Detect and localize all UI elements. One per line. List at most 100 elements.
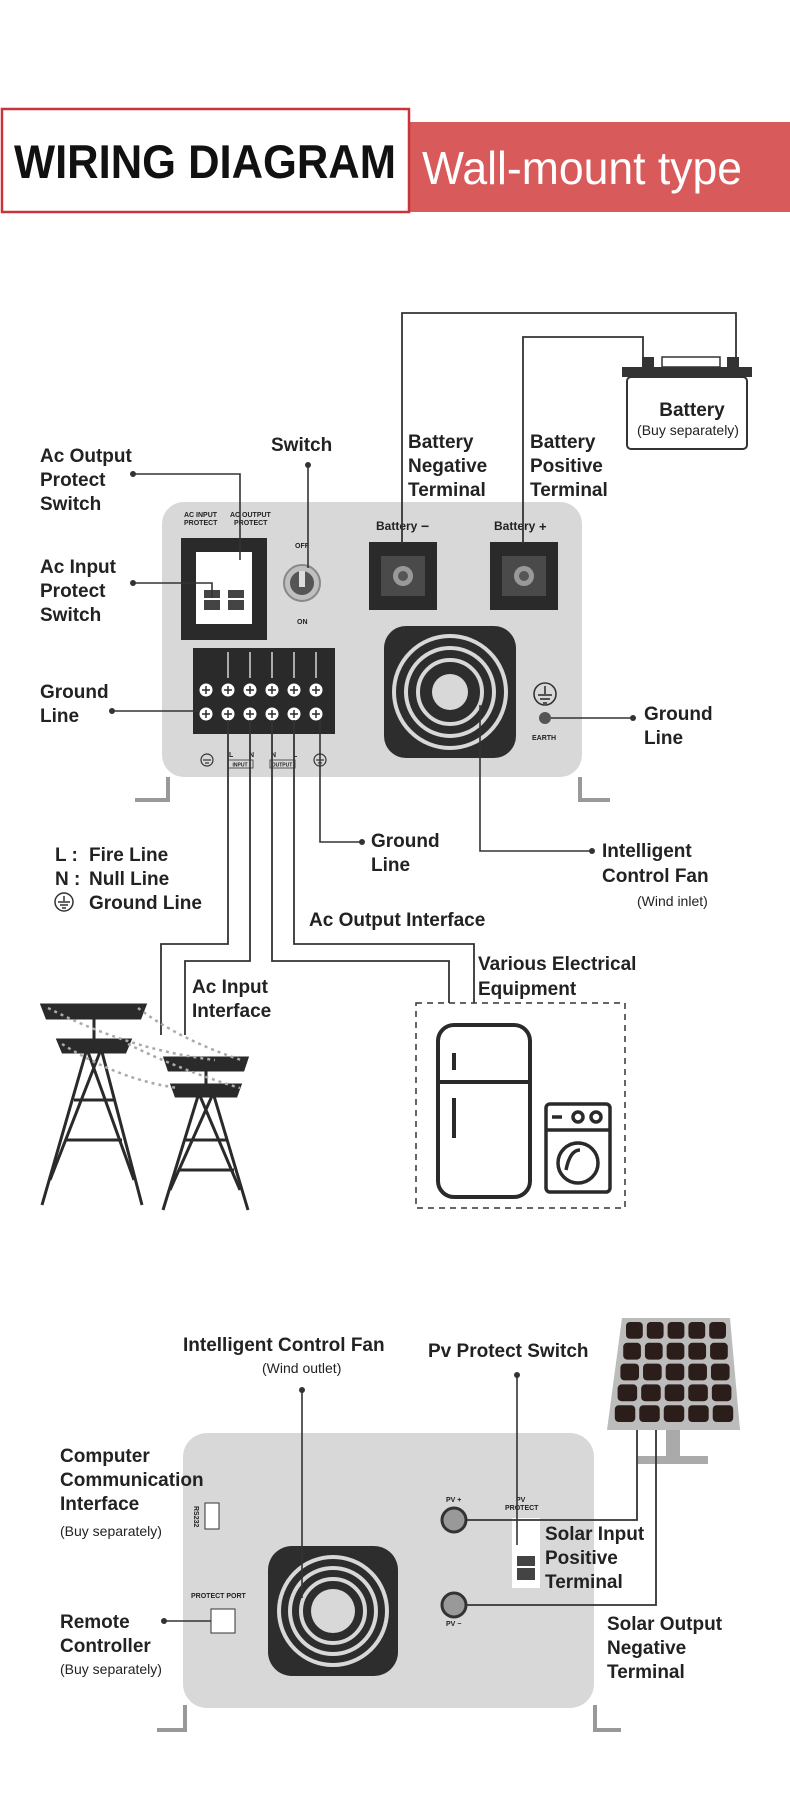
pv-protect-tag-2: PROTECT — [505, 1505, 539, 1512]
callout-solar-input: Solar Input Positive Terminal — [545, 1524, 645, 1593]
svg-text:Communication: Communication — [60, 1470, 204, 1491]
power-pylon-icon — [39, 1003, 250, 1211]
callout-intelligent-control-fan: Intelligent Control Fan (Wind inlet) — [479, 705, 709, 909]
solar-cell — [614, 1405, 636, 1422]
svg-text:Negative: Negative — [607, 1638, 686, 1659]
legend-null-key: N : — [55, 869, 80, 890]
page-title: WIRING DIAGRAM — [14, 135, 396, 188]
equipment-box — [415, 1002, 626, 1209]
svg-text:Control Fan: Control Fan — [602, 866, 709, 887]
svg-text:Intelligent: Intelligent — [602, 841, 692, 862]
svg-text:(Buy separately): (Buy separately) — [60, 1661, 162, 1677]
svg-text:Ac Output: Ac Output — [40, 446, 132, 467]
callout-ground-line-mid: Ground Line — [319, 720, 440, 876]
solar-cell — [711, 1384, 732, 1402]
svg-text:Controller: Controller — [60, 1636, 151, 1657]
protect-port-tag: PROTECT PORT — [191, 1593, 247, 1600]
terminal-tag-input: INPUT — [233, 763, 248, 769]
solar-cell — [639, 1405, 660, 1422]
earth-screw[interactable] — [539, 712, 551, 724]
callout-battery-positive: Battery Positive Terminal — [530, 432, 608, 501]
pv-protect-switch[interactable] — [512, 1518, 540, 1588]
front-fan-icon — [384, 626, 516, 758]
callout-solar-output: Solar Output Negative Terminal — [607, 1614, 723, 1683]
svg-text:Negative: Negative — [408, 456, 487, 477]
legend-fire-key: L : — [55, 845, 78, 866]
battery-positive-terminal[interactable] — [490, 542, 558, 610]
ac-wiring — [160, 720, 475, 1035]
ac-terminal-block[interactable] — [193, 648, 335, 734]
legend: L : Fire Line N : Null Line Ground Line — [54, 845, 202, 914]
inverter-rear: RS232 PROTECT PORT PV + PV − PV PROTECT — [157, 1433, 621, 1732]
svg-text:Computer: Computer — [60, 1446, 150, 1467]
solar-cell — [620, 1363, 640, 1381]
pv-negative-terminal[interactable] — [440, 1591, 468, 1619]
pv-protect-tag-1: PV — [516, 1497, 526, 1504]
battery-positive-wire — [522, 336, 644, 545]
svg-text:Line: Line — [371, 855, 410, 876]
solar-cell — [688, 1384, 708, 1402]
terminal-tag-n1: N — [249, 752, 254, 759]
header-banner: WIRING DIAGRAM Wall-mount type — [0, 107, 790, 214]
battery-neg-sign: − — [421, 518, 429, 534]
svg-text:Intelligent Control Fan: Intelligent Control Fan — [183, 1335, 385, 1356]
terminal-tag-l1: L — [229, 752, 234, 759]
svg-text:Positive: Positive — [545, 1548, 618, 1569]
solar-cell — [688, 1363, 707, 1381]
svg-text:Battery: Battery — [530, 432, 596, 453]
svg-text:Switch: Switch — [271, 435, 332, 456]
left-foot — [135, 777, 170, 802]
battery-negative-terminal[interactable] — [369, 542, 437, 610]
rear-fan-icon — [268, 1546, 398, 1676]
solar-cell — [665, 1363, 685, 1381]
svg-text:Terminal: Terminal — [607, 1662, 685, 1683]
title-box — [0, 107, 411, 214]
svg-text:Ground: Ground — [644, 704, 713, 725]
callout-ac-output-interface: Ac Output Interface — [309, 910, 485, 931]
pv-positive-terminal[interactable] — [440, 1506, 468, 1534]
svg-text:Protect: Protect — [40, 581, 106, 602]
callout-ground-line-right: Ground Line — [551, 704, 713, 749]
svg-text:Ground: Ground — [40, 682, 109, 703]
svg-text:Battery: Battery — [408, 432, 474, 453]
solar-cell — [664, 1384, 685, 1402]
svg-text:Interface: Interface — [60, 1494, 139, 1515]
svg-text:Switch: Switch — [40, 494, 101, 515]
on-label: ON — [297, 619, 308, 626]
rs232-port[interactable] — [204, 1502, 220, 1530]
power-line-wires — [47, 1006, 245, 1090]
power-switch[interactable] — [283, 564, 321, 602]
washing-machine-icon — [544, 1102, 612, 1194]
protect-breaker[interactable] — [181, 538, 267, 640]
solar-cell — [626, 1322, 643, 1339]
solar-cell — [663, 1405, 685, 1422]
svg-text:Pv Protect Switch: Pv Protect Switch — [428, 1341, 589, 1362]
page-subtitle: Wall-mount type — [422, 142, 742, 194]
callout-ac-input-interface-2: Interface — [192, 1001, 271, 1022]
legend-null-label: Null Line — [89, 869, 169, 890]
protect-port[interactable] — [210, 1608, 236, 1634]
battery-note: (Buy separately) — [637, 422, 739, 438]
solar-cell — [667, 1322, 685, 1339]
svg-text:(Wind inlet): (Wind inlet) — [637, 893, 708, 909]
solar-cell — [688, 1322, 706, 1339]
callout-pv-protect-switch: Pv Protect Switch — [428, 1341, 589, 1545]
pv-minus-tag: PV − — [446, 1621, 461, 1628]
svg-text:Terminal: Terminal — [545, 1572, 623, 1593]
ground-symbol-left — [200, 753, 214, 767]
svg-text:Ac Input: Ac Input — [40, 557, 117, 578]
callout-various-equipment-2: Equipment — [478, 979, 577, 1000]
callout-computer-comm: Computer Communication Interface (Buy se… — [60, 1446, 204, 1539]
legend-fire-label: Fire Line — [89, 845, 168, 866]
battery-neg-tag: Battery — [376, 519, 418, 533]
ac-input-protect-tag-2: PROTECT — [184, 520, 218, 527]
ac-input-protect-tag-1: AC INPUT — [184, 512, 218, 519]
svg-text:Protect: Protect — [40, 470, 106, 491]
svg-text:Solar Output: Solar Output — [607, 1614, 723, 1635]
legend-ground-icon — [54, 892, 74, 912]
earth-tag: EARTH — [532, 735, 556, 742]
battery-pos-tag: Battery — [494, 519, 536, 533]
solar-panel-icon — [607, 1318, 740, 1464]
terminal-tag-l2: L — [293, 752, 298, 759]
